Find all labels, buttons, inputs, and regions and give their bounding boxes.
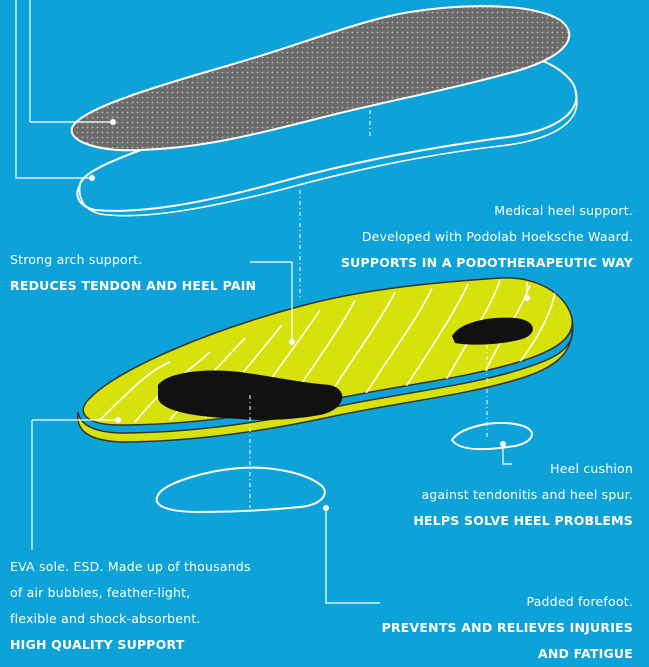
eva-sole-callout: EVA sole. ESD. Made up of thousands of a…: [10, 554, 251, 658]
forefoot-callout-line3: AND FATIGUE: [382, 641, 633, 667]
heel-cushion: [452, 423, 532, 449]
forefoot-callout-line2: PREVENTS AND RELIEVES INJURIES: [382, 615, 633, 641]
heel-support-callout-line3: SUPPORTS IN A PODOTHERAPEUTIC WAY: [341, 250, 633, 276]
arch-callout-line1: Strong arch support.: [10, 247, 256, 273]
eva-sole-callout-line1: EVA sole. ESD. Made up of thousands: [10, 554, 251, 580]
arch-callout: Strong arch support. REDUCES TENDON AND …: [10, 247, 256, 299]
heel-cushion-callout-line1: Heel cushion: [413, 456, 633, 482]
heel-cushion-callout-line3: HELPS SOLVE HEEL PROBLEMS: [413, 508, 633, 534]
eva-sole-callout-line4: HIGH QUALITY SUPPORT: [10, 632, 251, 658]
forefoot-callout-line1: Padded forefoot.: [382, 589, 633, 615]
heel-support-callout: Medical heel support. Developed with Pod…: [341, 198, 633, 276]
arch-callout-line2: REDUCES TENDON AND HEEL PAIN: [10, 273, 256, 299]
forefoot-callout: Padded forefoot. PREVENTS AND RELIEVES I…: [382, 589, 633, 667]
mesh-top-layer: [72, 6, 570, 150]
padded-forefoot: [157, 468, 325, 512]
heel-cushion-callout: Heel cushion against tendonitis and heel…: [413, 456, 633, 534]
heel-cushion-callout-line2: against tendonitis and heel spur.: [413, 482, 633, 508]
heel-support-callout-line1: Medical heel support.: [341, 198, 633, 224]
eva-sole-callout-line3: flexible and shock-absorbent.: [10, 606, 251, 632]
eva-sole-callout-line2: of air bubbles, feather-light,: [10, 580, 251, 606]
heel-support-callout-line2: Developed with Podolab Hoeksche Waard.: [341, 224, 633, 250]
